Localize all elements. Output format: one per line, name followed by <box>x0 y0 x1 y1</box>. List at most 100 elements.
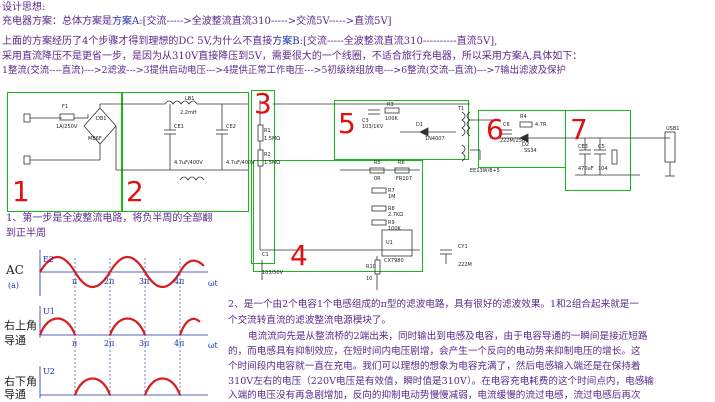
label-fuse-rating: 1A/250V <box>56 124 78 130</box>
upper-right-conduction-wave <box>38 317 201 336</box>
label-d1-value: 1N4007 <box>425 136 445 142</box>
label-r8: R8 <box>388 206 395 212</box>
header-line-4: 1整流(交流----直流)--->2滤波--->3提供启动电压--->4提供正常… <box>2 65 566 76</box>
header-line-2-c: :[交流-----全波整流直流310----------直流5V], <box>299 36 498 47</box>
header-line-0: 设计思想: <box>2 2 46 13</box>
label-ce2: CE2 <box>226 124 236 130</box>
label-c3: C3 <box>362 118 369 124</box>
axis-wt-row2: ωt <box>208 341 219 350</box>
tick-4pi-row2: 4π <box>174 339 184 348</box>
label-c3-value: 103/1KV <box>362 124 384 130</box>
label-transformer-core: EE13W/8+5 <box>470 168 500 174</box>
tick-3pi-row2: 3π <box>139 339 149 348</box>
label-d2: D2 <box>522 142 529 148</box>
label-r7: R7 <box>388 188 395 194</box>
label-r5: R5 <box>374 160 381 166</box>
plan-a-label: 方案A <box>112 16 140 27</box>
header-line-3: 采用直流降压不是更省一步，是因为从310V直接降压到5V，需要很大的一个线圈，不… <box>2 51 583 62</box>
label-lb1: LB1 <box>185 96 194 102</box>
label-r2: R2 <box>264 152 271 158</box>
label-r10: R10 <box>366 264 376 270</box>
label-usb1: USB1 <box>666 126 679 132</box>
tick-3pi-row1: 3π <box>139 277 149 286</box>
step2-line-6: 310V左右的电压（220V电压是有效值，瞬时值是310V）。在电容充电耗费的这… <box>228 376 654 387</box>
label-cy1: CY1 <box>458 244 468 250</box>
lower-right-conduction-wave <box>73 377 182 396</box>
header-line-2-a: 上面的方案经历了4个步骤才得到理想的DC 5V,为什么不直接 <box>2 36 273 47</box>
row-label-upper-right: 右上角 <box>4 319 37 332</box>
tick-pi-row2: π <box>72 339 77 348</box>
stage-number-2: 2 <box>126 175 144 208</box>
label-mb6f: MB6F <box>88 136 102 142</box>
stage-number-1: 1 <box>12 175 30 208</box>
label-r4-value: 4.7R <box>535 122 547 128</box>
step2-line-5: 个时间段内电容就一直在充电。我们可以理想的想象为电容充满了，然后电感输入端还是在… <box>228 361 641 372</box>
stage-box-7 <box>565 110 631 191</box>
stage-box-2 <box>122 92 249 212</box>
label-r9: R9 <box>388 220 395 226</box>
row-sub-a: (a) <box>8 281 20 290</box>
label-r9-value: 100K <box>388 226 402 232</box>
stage-box-4 <box>253 160 423 272</box>
axis-wt-row1: ωt <box>208 279 219 288</box>
label-r6-value: FR107 <box>396 176 412 182</box>
ac-sine-wave <box>39 255 205 289</box>
label-db1: DB1 <box>96 116 106 122</box>
ylabel-u2: U2 <box>43 367 55 376</box>
label-u1: U1 <box>386 240 393 246</box>
label-r4: R4 <box>520 114 527 120</box>
label-r1-value: 1.5MΩ <box>264 136 280 142</box>
stage-number-7: 7 <box>570 113 588 146</box>
label-r3-value: 100K <box>385 116 399 122</box>
label-r2-value: 1.5MΩ <box>264 160 280 166</box>
tick-4pi-row1: 4π <box>174 277 184 286</box>
stage-number-5: 5 <box>338 107 356 140</box>
stage-box-5 <box>334 100 469 160</box>
label-c6-value: 222M/250V <box>500 138 529 144</box>
ylabel-e2: E2 <box>43 255 54 264</box>
label-ce1-value: 4.7uF/400V <box>174 160 203 166</box>
step2-line-1: 2、是一个由2个电容1个电感组成的π型的滤波电路，具有很好的滤波效果。1和2组合… <box>228 299 639 310</box>
label-c5-value: 104 <box>598 166 608 172</box>
step2-line-4: 的，而电感具有抑制效应，在短时间内电压剧增，会产生一个反向的电动势来抑制电压的增… <box>228 346 641 357</box>
label-cy1-value: 222M <box>458 262 472 268</box>
row-label-lower-right: 右下角 <box>4 375 37 388</box>
stage-box-1 <box>7 92 122 212</box>
label-f1: F1 <box>62 104 68 110</box>
label-c1: C1 <box>262 252 269 258</box>
label-r3: R3 <box>387 102 394 108</box>
label-d2-value: SS34 <box>524 148 537 154</box>
label-ce3: CE3 <box>578 144 588 150</box>
ylabel-u1: U1 <box>43 307 55 316</box>
label-r6: R6 <box>398 160 405 166</box>
label-r8-value: 2.7KΩ <box>388 212 403 218</box>
step1-line-1: 1、第一步是全波整流电路，将负半周的全部翻 <box>6 213 213 224</box>
label-t1: T1 <box>457 106 464 112</box>
row-sub-lower-right: 导通 <box>4 388 26 401</box>
step2-line-7: 入端的电压没有再急剧增加，反向的抑制电动势慢慢减弱，电流缓慢的流过电感，流过电感… <box>228 390 641 401</box>
label-r1: R1 <box>264 128 271 134</box>
step2-line-2: 个交流转直流的滤波整流电源模块了。 <box>228 315 392 326</box>
stage-number-4: 4 <box>290 239 308 272</box>
label-r5-value: 0R <box>374 176 381 182</box>
header-line-1-c: :[交流----->全波整流直流310----->交流5V----->直流5V] <box>139 16 392 27</box>
header-line-1: 充电器方案：总体方案是方案A:[交流----->全波整流直流310----->交… <box>2 16 392 28</box>
row-sub-upper-right: 导通 <box>4 334 26 347</box>
tick-pi-row1: π <box>72 277 77 286</box>
label-d1: D1 <box>416 122 423 128</box>
label-u1-value: CX7980 <box>384 258 404 264</box>
label-lb1-value: 2.2mH <box>180 110 197 116</box>
step2-line-3: 电流流向先是从整流桥的2端出来，同时输出到电感及电容，由于电容导通的一瞬间是接近… <box>248 331 648 342</box>
label-c1-value: 103/50V <box>262 270 284 276</box>
label-ce1: CE1 <box>174 124 184 130</box>
row-label-ac: AC <box>6 263 24 277</box>
tick-2pi-row2: 2π <box>104 339 114 348</box>
header-line-2: 上面的方案经历了4个步骤才得到理想的DC 5V,为什么不直接方案B:[交流---… <box>2 36 497 48</box>
step1-line-2: 到正半周 <box>6 228 46 239</box>
label-r7-value: 1M <box>388 194 396 200</box>
label-ce2-value: 4.7uF/400V <box>226 160 255 166</box>
label-c6: C6 <box>503 122 510 128</box>
stage-number-6: 6 <box>486 113 504 146</box>
header-line-1-a: 充电器方案：总体方案是 <box>2 16 112 27</box>
